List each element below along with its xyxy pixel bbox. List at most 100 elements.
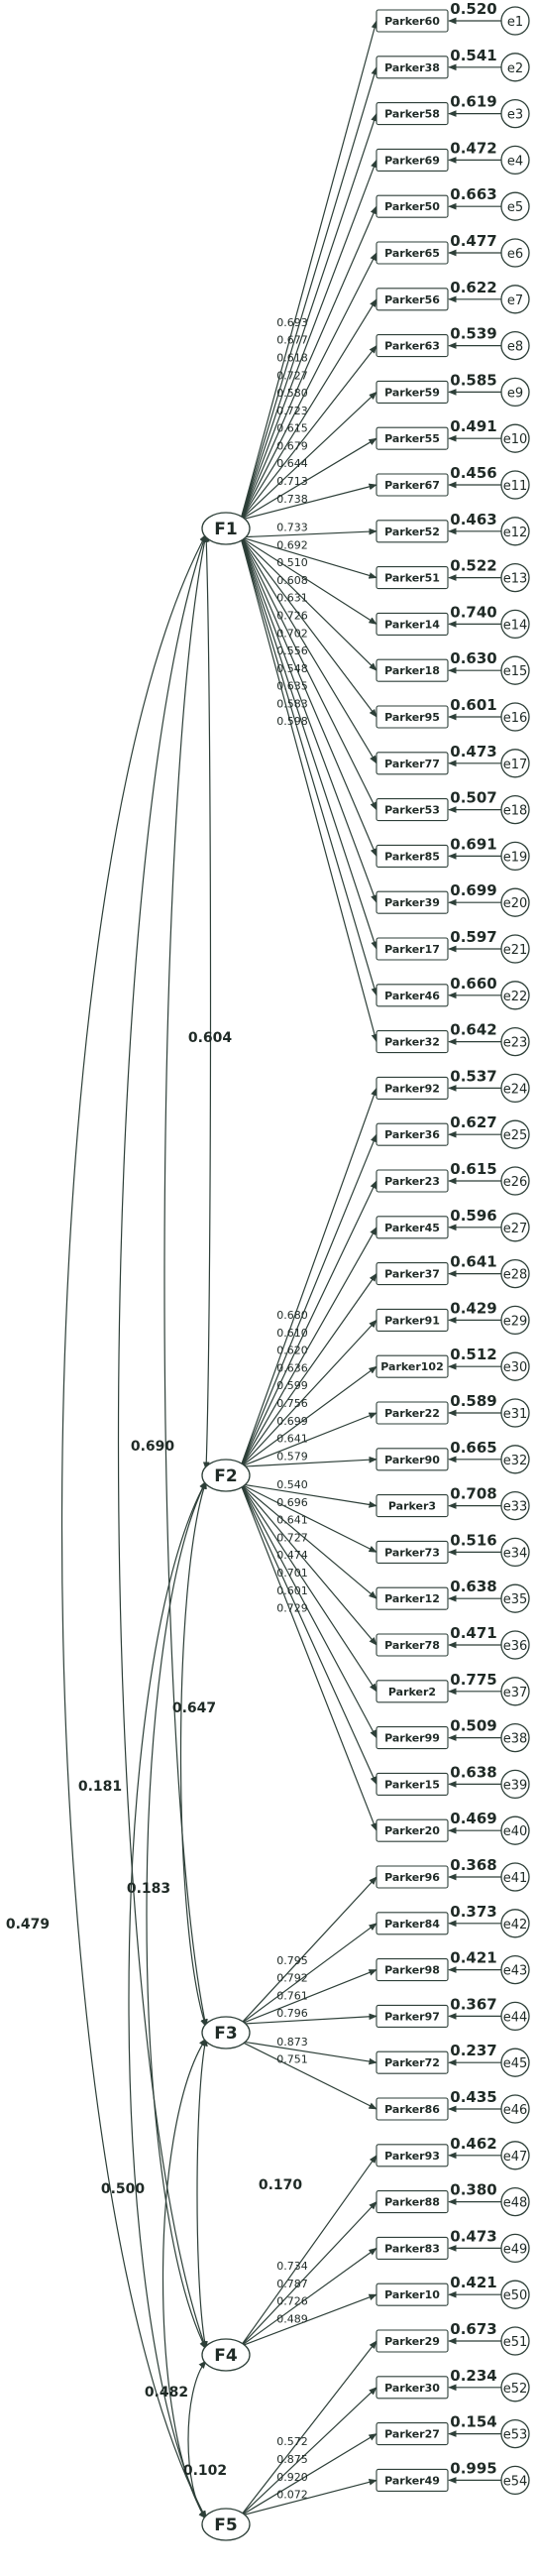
loading-value: 0.608	[276, 574, 308, 587]
error-circle: e30	[500, 1351, 530, 1381]
error-circle: e22	[500, 981, 530, 1010]
loading-path	[240, 1969, 377, 2025]
error-circle: e11	[500, 470, 530, 500]
loading-value: 0.599	[276, 1379, 308, 1392]
indicator-box: Parker37	[376, 1262, 449, 1286]
indicator-box: Parker58	[376, 102, 449, 126]
loading-value: 0.873	[276, 2036, 308, 2049]
error-label: e18	[503, 804, 528, 819]
indicator-box: Parker52	[376, 520, 449, 543]
loading-value: 0.713	[276, 475, 308, 488]
indicator-box: Parker73	[376, 1540, 449, 1564]
indicator-label: Parker92	[384, 1082, 440, 1095]
error-label: e36	[503, 1639, 528, 1654]
residual-value: 0.585	[450, 371, 496, 389]
error-circle: e18	[500, 794, 530, 825]
indicator-label: Parker2	[388, 1686, 436, 1698]
correlation-value: 0.183	[127, 1881, 170, 1897]
indicator-label: Parker56	[384, 293, 440, 306]
correlation-arc	[146, 1480, 207, 2350]
error-circle: e25	[500, 1119, 530, 1149]
error-label: e44	[503, 2010, 528, 2025]
loading-path	[240, 527, 377, 538]
residual-value: 0.622	[450, 279, 496, 296]
error-label: e54	[503, 2474, 528, 2489]
error-label: e23	[503, 1036, 528, 1051]
loading-value: 0.489	[276, 2312, 308, 2325]
loading-path	[240, 252, 377, 521]
residual-value: 0.507	[450, 789, 496, 807]
error-label: e14	[503, 618, 528, 633]
indicator-label: Parker84	[384, 1918, 440, 1931]
residual-value: 0.642	[450, 1021, 496, 1039]
loading-value: 0.598	[276, 715, 308, 728]
indicator-label: Parker88	[384, 2196, 440, 2209]
loading-path	[240, 2013, 377, 2025]
error-circle: e2	[500, 53, 530, 82]
residual-value: 0.237	[450, 2042, 496, 2059]
error-circle: e43	[500, 1954, 530, 1985]
factor-label: F4	[214, 2346, 238, 2366]
indicator-box: Parker20	[376, 1818, 449, 1842]
error-label: e9	[507, 386, 523, 401]
indicator-label: Parker78	[384, 1639, 440, 1652]
loading-value: 0.641	[276, 1514, 308, 1527]
indicator-label: Parker60	[384, 15, 440, 28]
loading-value: 0.920	[276, 2471, 308, 2484]
indicator-box: Parker53	[376, 798, 449, 822]
loading-path	[240, 536, 377, 950]
loading-value: 0.795	[276, 1954, 308, 1967]
loading-path	[240, 1483, 377, 1831]
latent-factor-f4: F4	[201, 2338, 251, 2372]
loading-path	[240, 1180, 377, 1467]
residual-value: 0.596	[450, 1207, 496, 1225]
error-label: e4	[507, 154, 523, 169]
indicator-label: Parker93	[384, 2150, 440, 2163]
error-circle: e50	[500, 2280, 530, 2309]
indicator-box: Parker96	[376, 1865, 449, 1889]
loading-value: 0.620	[276, 1345, 308, 1357]
indicator-label: Parker98	[384, 1964, 440, 1977]
indicator-box: Parker30	[376, 2376, 449, 2400]
loading-value: 0.726	[276, 609, 308, 622]
indicator-box: Parker99	[376, 1726, 449, 1750]
correlation-value: 0.181	[78, 1779, 122, 1795]
indicator-label: Parker3	[388, 1500, 436, 1513]
error-label: e25	[503, 1128, 528, 1143]
factor-label: F3	[214, 2024, 237, 2044]
error-label: e16	[503, 711, 528, 726]
loading-path	[240, 205, 377, 521]
indicator-label: Parker58	[384, 108, 440, 121]
indicator-label: Parker22	[384, 1407, 440, 1420]
loading-value: 0.579	[276, 1450, 308, 1463]
correlation-value: 0.604	[188, 1030, 233, 1046]
error-circle: e37	[500, 1677, 530, 1706]
loading-value: 0.702	[276, 627, 308, 640]
loading-path	[240, 2041, 377, 2065]
indicator-box: Parker50	[376, 194, 449, 218]
loading-value: 0.787	[276, 2278, 308, 2290]
residual-value: 0.641	[450, 1253, 496, 1271]
loading-path	[240, 1133, 377, 1467]
latent-factor-f5: F5	[201, 2508, 251, 2541]
loading-path	[240, 1483, 377, 1553]
loading-value: 0.738	[276, 493, 308, 506]
loading-path	[240, 536, 377, 858]
indicator-box: Parker88	[376, 2190, 449, 2214]
indicator-label: Parker38	[384, 61, 440, 74]
correlation-value: 0.170	[259, 2177, 303, 2193]
indicator-box: Parker51	[376, 566, 449, 590]
indicator-box: Parker91	[376, 1308, 449, 1332]
indicator-label: Parker12	[384, 1592, 440, 1605]
error-circle: e7	[500, 285, 530, 314]
indicator-box: Parker69	[376, 148, 449, 172]
error-label: e52	[503, 2382, 528, 2397]
error-circle: e13	[500, 562, 530, 593]
residual-value: 0.627	[450, 1113, 496, 1131]
loading-path	[240, 1319, 377, 1467]
error-circle: e33	[500, 1490, 530, 1521]
loading-value: 0.796	[276, 2007, 308, 2020]
error-label: e47	[503, 2150, 528, 2165]
loading-value: 0.583	[276, 697, 308, 710]
residual-value: 0.522	[450, 557, 496, 575]
